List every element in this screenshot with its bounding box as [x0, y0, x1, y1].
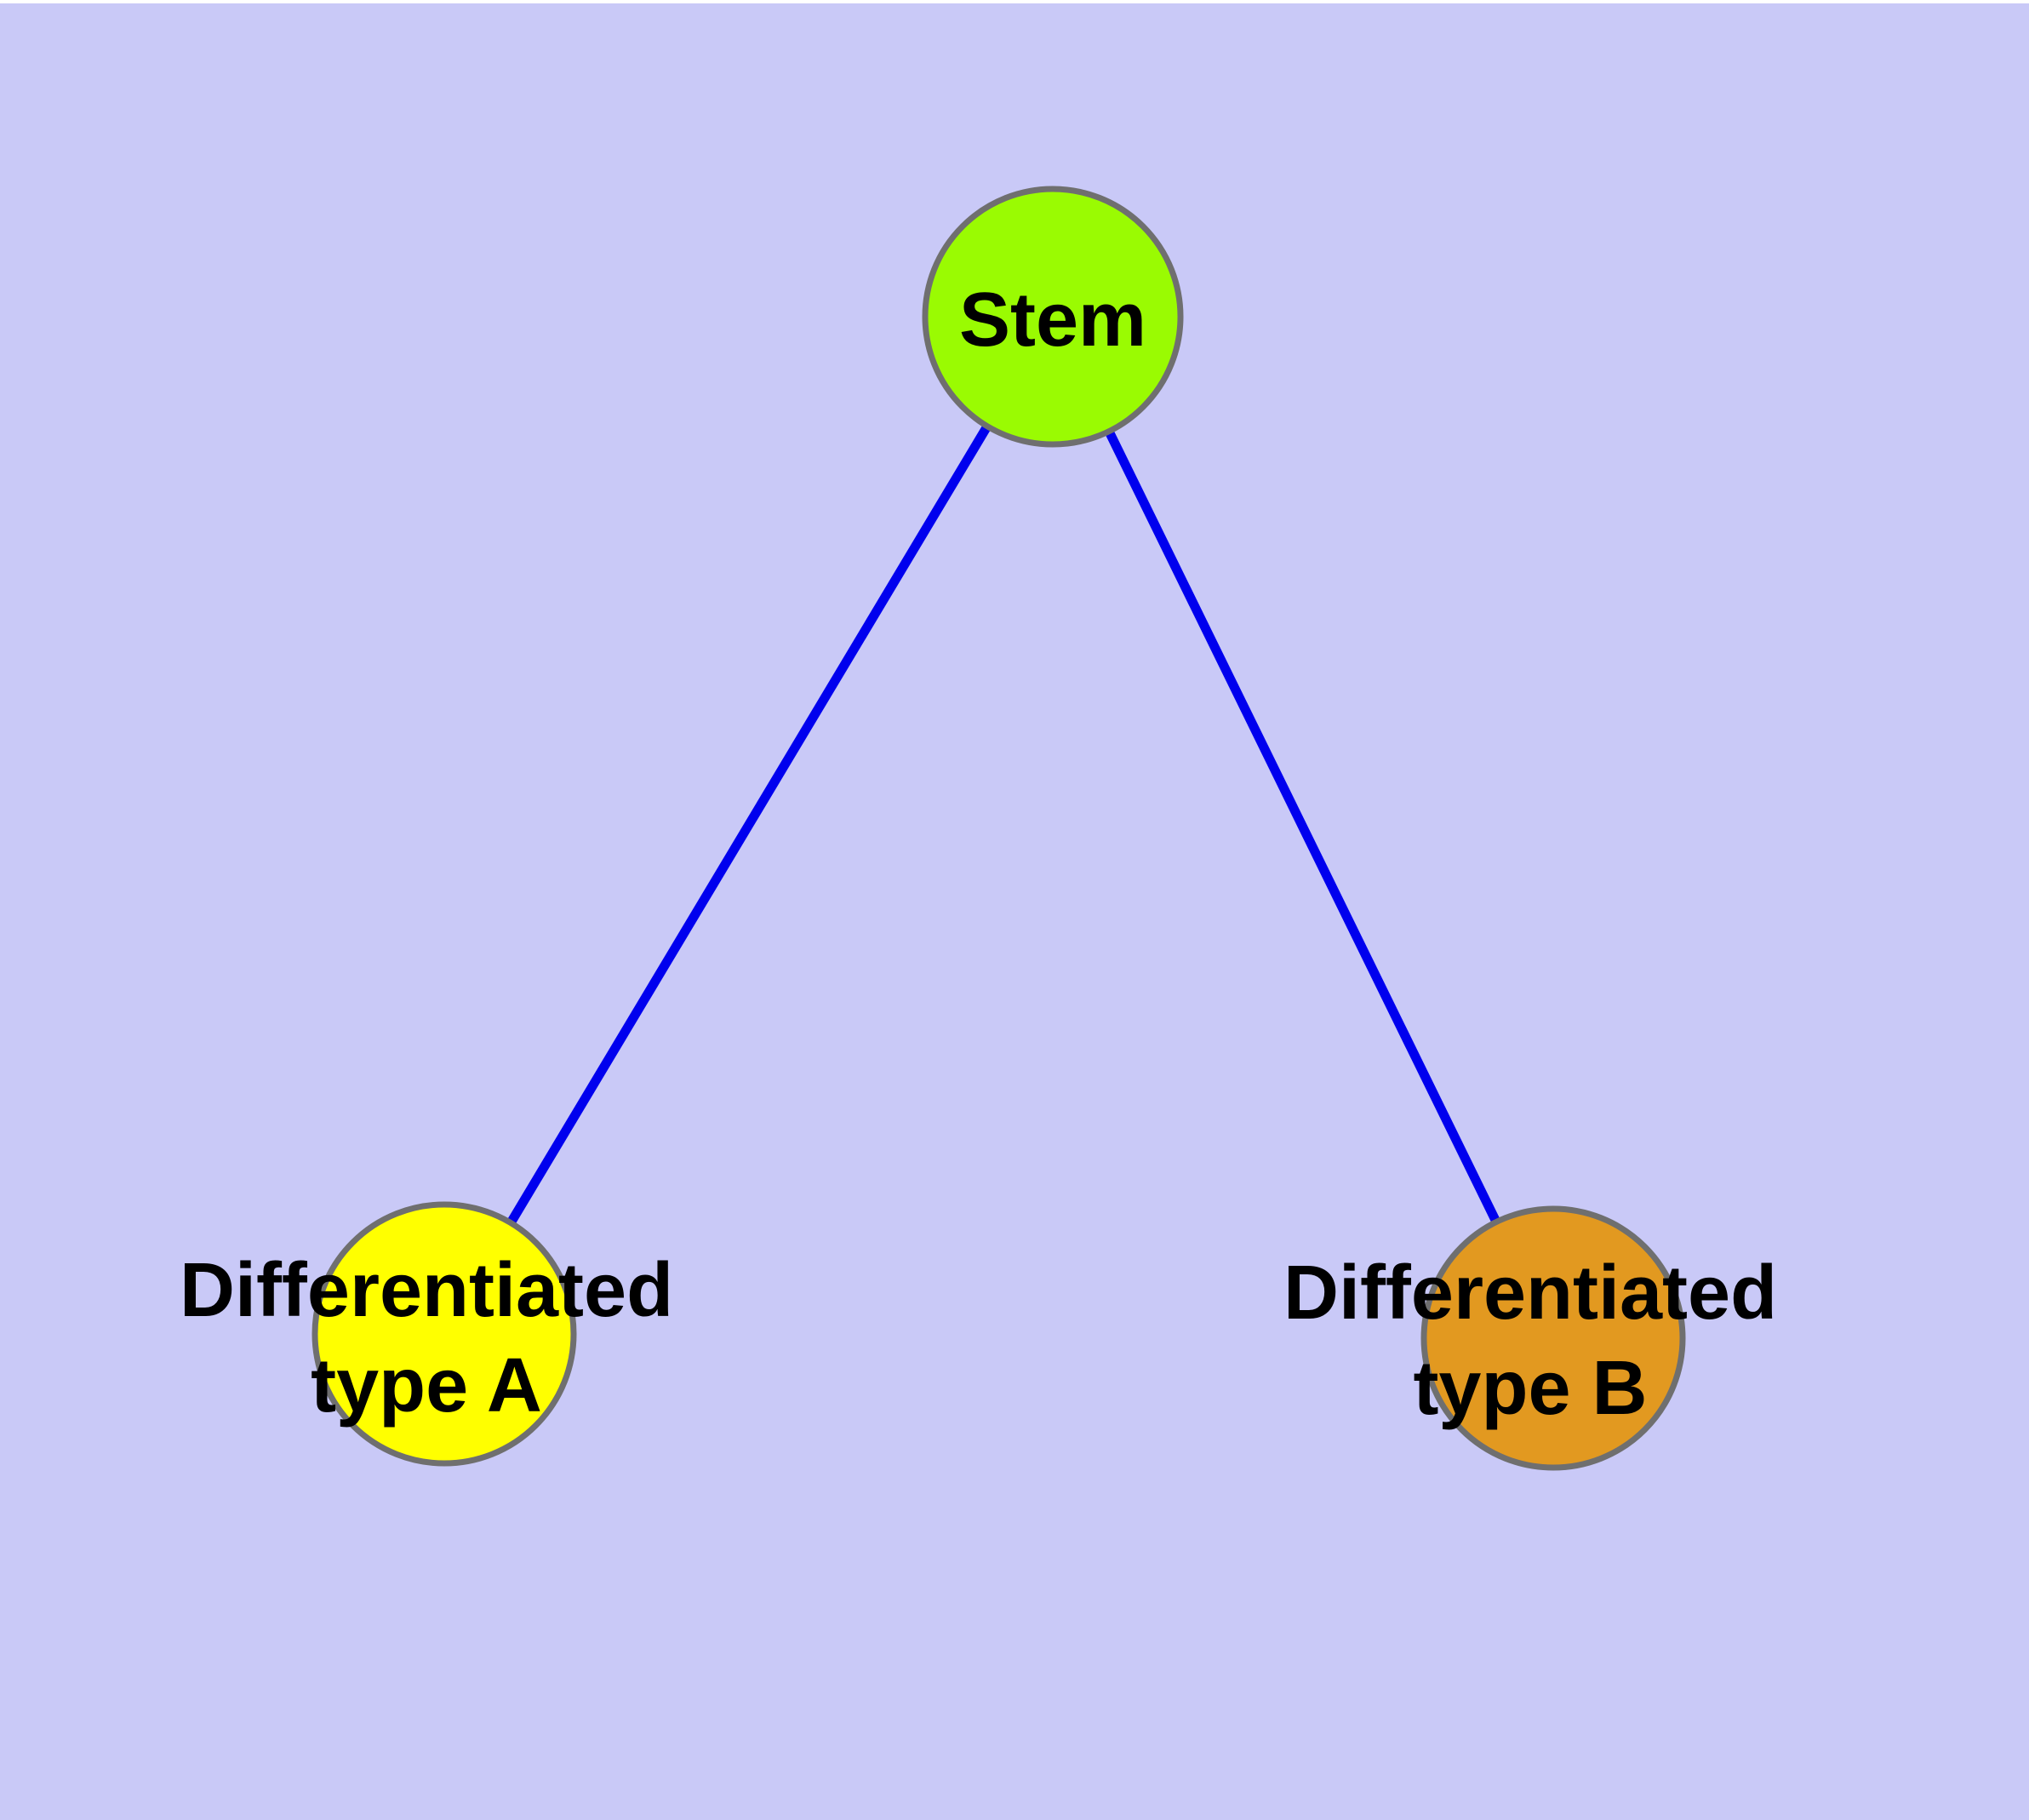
- edge-stem-to-type-a: [440, 314, 1057, 1336]
- node-stem-circle: [922, 186, 1184, 448]
- node-type-b-label: Differentiated type B: [1283, 1251, 1778, 1431]
- window-top-strip: [0, 0, 2029, 3]
- node-type-a-circle: [311, 1201, 577, 1467]
- edge-stem-to-type-b: [1049, 314, 1557, 1341]
- node-type-b-circle: [1420, 1205, 1686, 1471]
- node-type-a-label: Differentiated type A: [179, 1248, 674, 1428]
- node-stem-label: Stem: [958, 278, 1147, 363]
